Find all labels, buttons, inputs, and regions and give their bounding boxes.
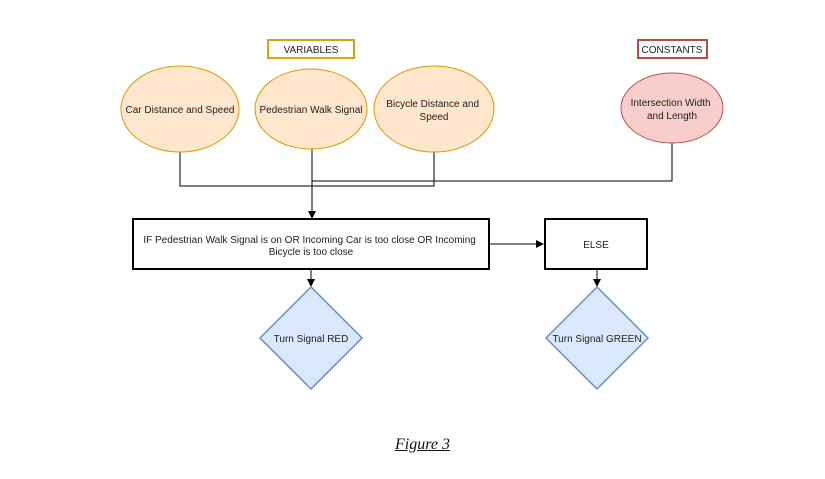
bicycle-distance-speed-node: Bicycle Distance and Speed: [373, 65, 495, 153]
variables-label-text: VARIABLES: [284, 45, 339, 56]
else-box: [544, 218, 648, 270]
connector-lines: [179, 143, 673, 287]
variables-label-box: [267, 39, 355, 59]
constants-label: CONSTANTS: [637, 39, 708, 59]
connector-intersection-to-merge: [312, 143, 673, 182]
car-distance-speed-node: Car Distance and Speed: [120, 65, 240, 153]
car-distance-speed-ellipse: [120, 65, 240, 153]
intersection-width-length-text: Intersection Width and Length: [631, 98, 714, 122]
turn-signal-red-diamond: [258, 285, 364, 391]
pedestrian-walk-signal-node: Pedestrian Walk Signal: [254, 68, 368, 150]
bicycle-distance-speed-text: Bicycle Distance and Speed: [386, 99, 482, 123]
condition-box-node: IF Pedestrian Walk Signal is on OR Incom…: [132, 218, 490, 270]
variables-label: VARIABLES: [267, 39, 355, 59]
constants-label-text: CONSTANTS: [642, 45, 703, 56]
condition-box-text: IF Pedestrian Walk Signal is on OR Incom…: [143, 235, 478, 258]
bicycle-distance-speed-ellipse: [373, 65, 495, 153]
condition-box: [132, 218, 490, 270]
car-distance-speed-text: Car Distance and Speed: [126, 105, 235, 116]
constants-label-box: [637, 39, 708, 59]
else-box-text: ELSE: [583, 240, 609, 251]
pedestrian-walk-signal-text: Pedestrian Walk Signal: [259, 105, 362, 116]
else-box-node: ELSE: [544, 218, 648, 270]
turn-signal-red-node: Turn Signal RED: [258, 285, 364, 391]
intersection-width-length-ellipse: [620, 72, 724, 144]
intersection-width-length-node: Intersection Width and Length: [620, 72, 724, 144]
turn-signal-green-node: Turn Signal GREEN: [544, 285, 650, 391]
turn-signal-green-diamond: [544, 285, 650, 391]
figure-caption: Figure 3: [395, 436, 450, 453]
turn-signal-red-text: Turn Signal RED: [274, 334, 349, 345]
connector-car-to-merge: [179, 152, 312, 187]
turn-signal-green-text: Turn Signal GREEN: [552, 334, 641, 345]
pedestrian-walk-signal-ellipse: [254, 68, 368, 150]
connector-bicycle-to-merge: [312, 152, 435, 187]
